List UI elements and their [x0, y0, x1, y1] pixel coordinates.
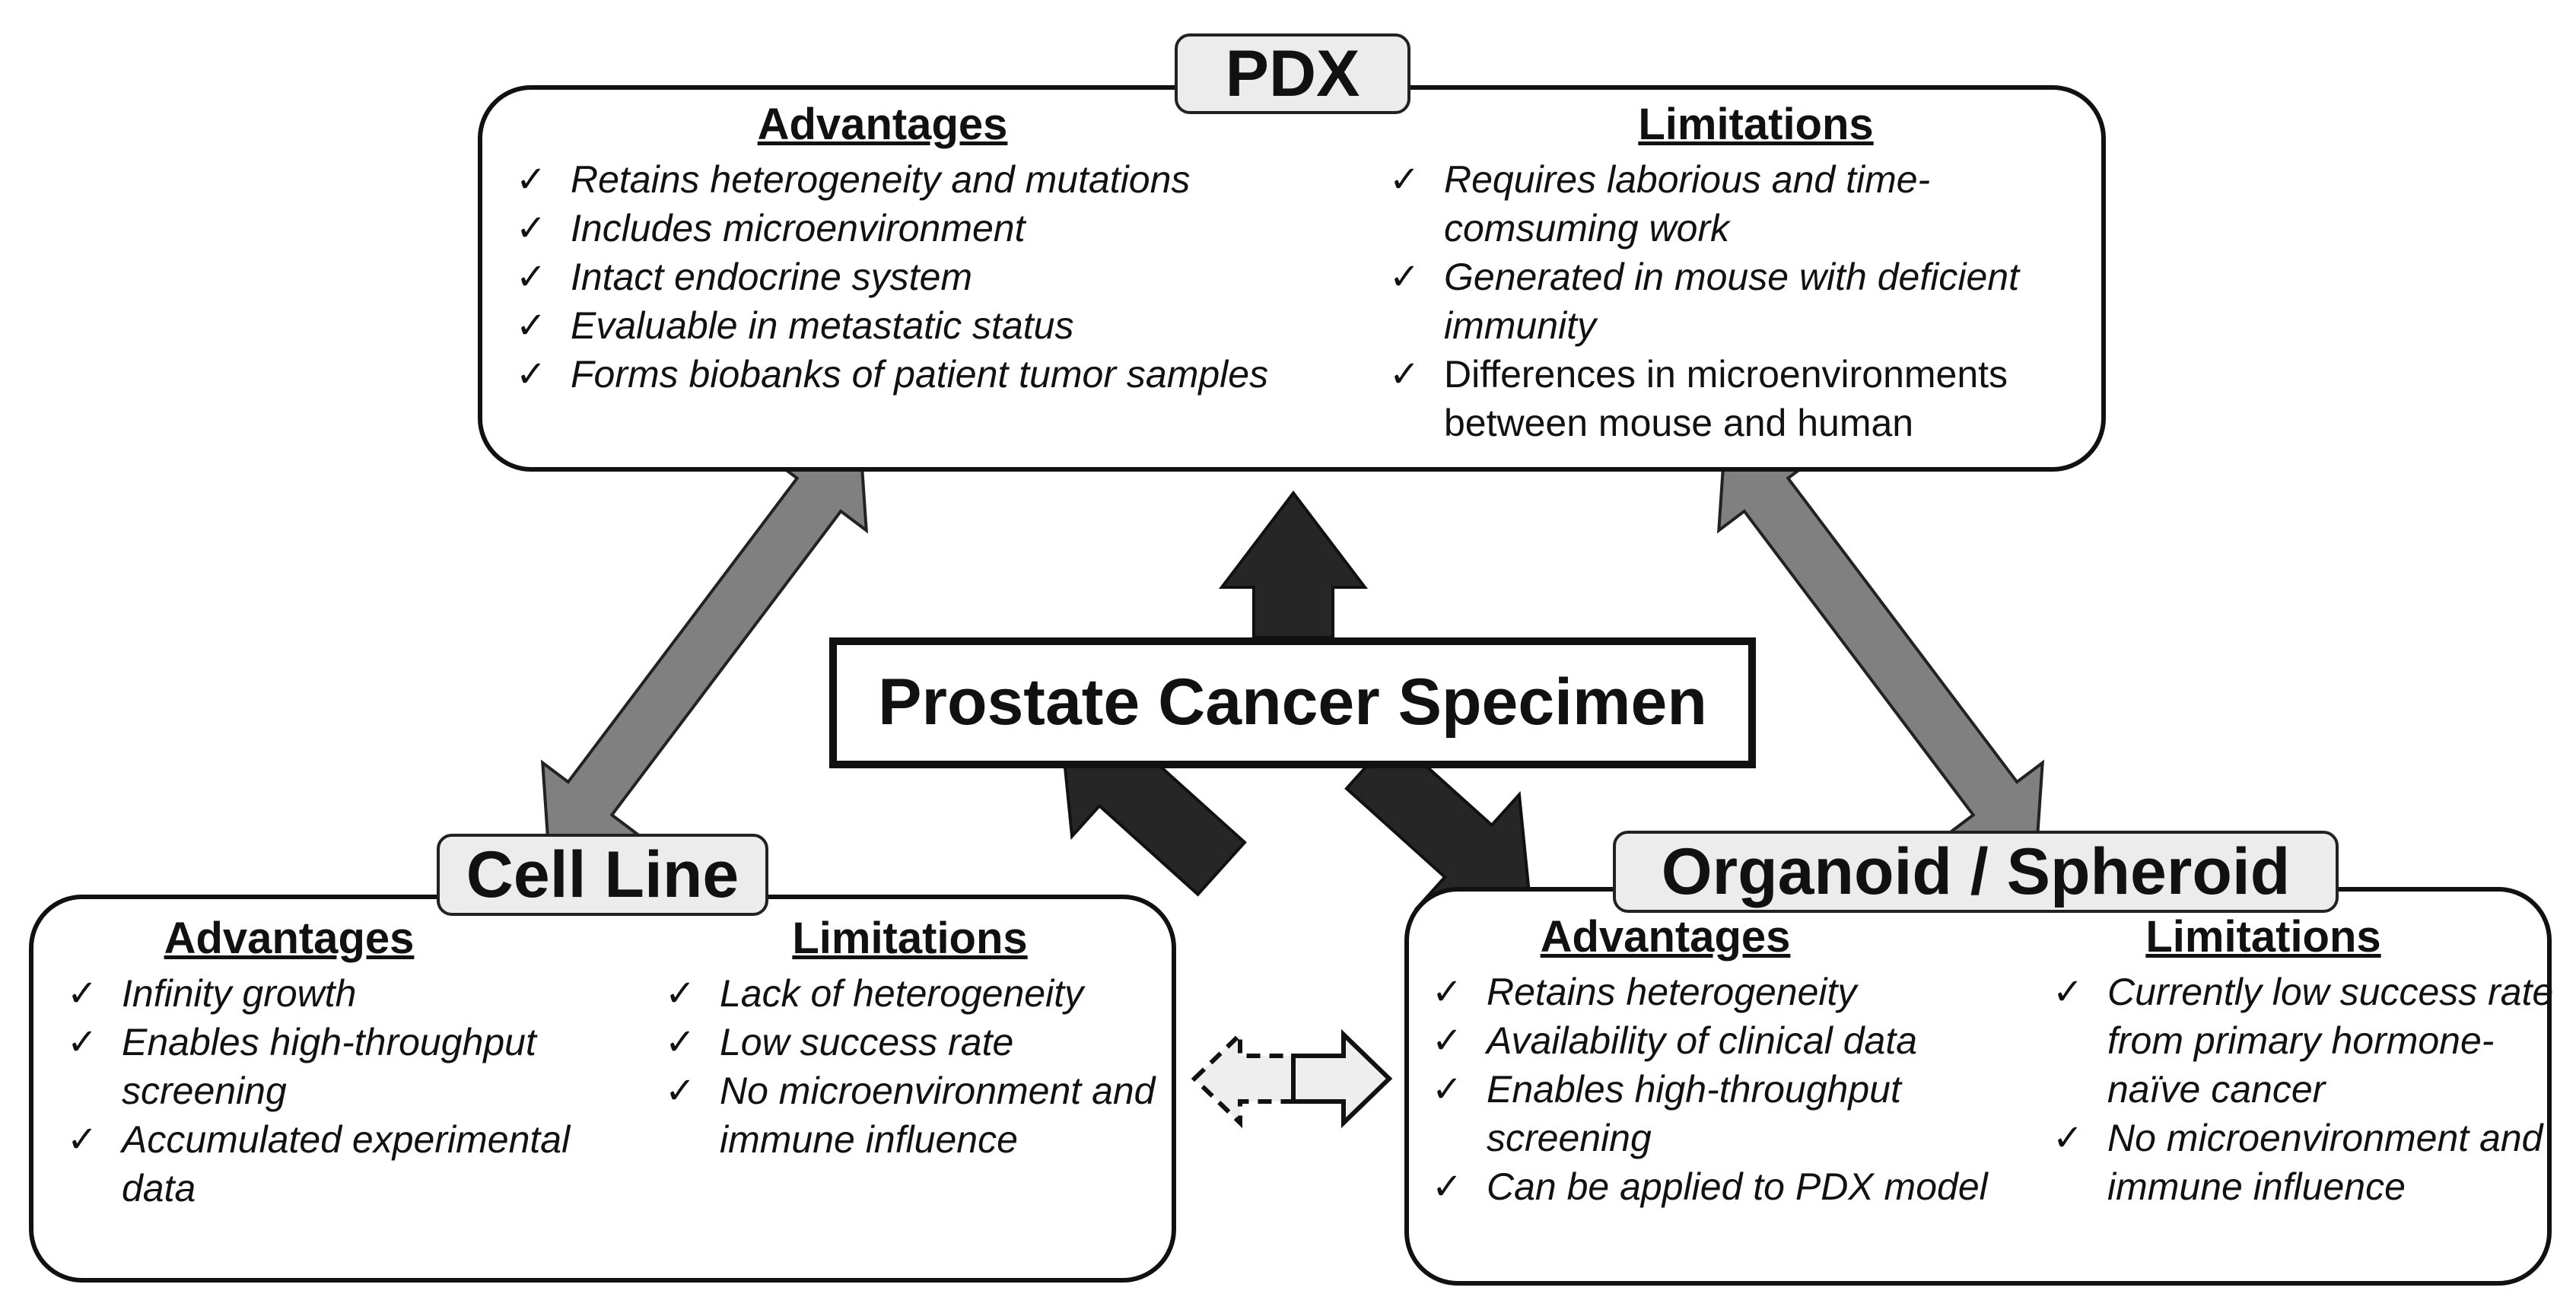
check-mark-icon: ✓ [67, 1118, 98, 1161]
list-item: ✓ Evaluable in metastatic status [502, 301, 1309, 350]
list-item: ✓ No microenvironment and immune influenc… [651, 1066, 1169, 1164]
check-mark-icon: ✓ [516, 353, 547, 396]
list-item-text: Availability of clinical data [1487, 1019, 1918, 1062]
list-item: ✓ Enables high-throughput screening [53, 1018, 631, 1115]
list-item-text: Retains heterogeneity [1487, 971, 1857, 1013]
list-item-text: Enables high-throughput screening [122, 1021, 536, 1112]
list-item-text: Generated in mouse with deficient immuni… [1444, 256, 2019, 347]
list-item-text: Accumulated experimental data [122, 1118, 571, 1210]
check-mark-icon: ✓ [516, 256, 547, 298]
list-item: ✓ Requires laborious and time-comsuming w… [1375, 155, 2106, 253]
list-item-text: Currently low success rate from primary … [2107, 971, 2554, 1111]
pdx-advantages: Advantages ✓ Retains heterogeneity and mu… [502, 99, 1309, 399]
list-item: ✓ Generated in mouse with deficient immun… [1375, 253, 2106, 350]
organoid-limitations-list: ✓ Currently low success rate from primary… [2039, 968, 2556, 1211]
check-mark-icon: ✓ [67, 972, 98, 1015]
list-item: ✓ Currently low success rate from primary… [2039, 968, 2556, 1114]
cell-line-advantages-list: ✓ Infinity growth ✓ Enables high-throughpu… [53, 969, 631, 1213]
organoid-limitations: Limitations ✓ Currently low success rate … [2039, 911, 2556, 1211]
organoid-limitations-heading: Limitations [2145, 912, 2381, 962]
list-item: ✓ Enables high-throughput screening [1418, 1065, 2012, 1162]
pdx-title: PDX [1175, 33, 1410, 114]
list-item: ✓ Availability of clinical data [1418, 1016, 2012, 1065]
pdx-advantages-list: ✓ Retains heterogeneity and mutations ✓ In… [502, 155, 1309, 399]
list-item-text: Forms biobanks of patient tumor samples [571, 353, 1269, 396]
list-item: ✓ Accumulated experimental data [53, 1115, 631, 1213]
check-mark-icon: ✓ [516, 207, 547, 250]
list-item-text: Includes microenvironment [571, 207, 1026, 250]
list-item-text: Infinity growth [122, 972, 357, 1015]
double-arrow-cell-line-organoid [1191, 1028, 1393, 1129]
list-item: ✓ Retains heterogeneity [1418, 968, 2012, 1016]
list-item-text: Intact endocrine system [571, 256, 973, 298]
check-mark-icon: ✓ [1432, 1165, 1463, 1208]
check-mark-icon: ✓ [1432, 1019, 1463, 1062]
organoid-advantages-list: ✓ Retains heterogeneity ✓ Availability of … [1418, 968, 2012, 1211]
cell-line-panel [29, 895, 1176, 1283]
list-item-text: Can be applied to PDX model [1487, 1165, 1988, 1208]
check-mark-icon: ✓ [1389, 256, 1420, 298]
check-mark-icon: ✓ [665, 1021, 696, 1063]
list-item-text: Evaluable in metastatic status [571, 304, 1074, 347]
list-item: ✓ Low success rate [651, 1018, 1169, 1066]
list-item: ✓ Includes microenvironment [502, 204, 1309, 253]
arrow-specimen-to-pdx [1218, 490, 1369, 639]
list-item: ✓ Forms biobanks of patient tumor samples [502, 350, 1309, 399]
cell-line-advantages-heading: Advantages [164, 914, 415, 963]
pdx-advantages-heading: Advantages [757, 100, 1008, 149]
check-mark-icon: ✓ [2053, 1117, 2084, 1159]
list-item-text: Requires laborious and time-comsuming wo… [1444, 158, 1931, 250]
prostate-cancer-specimen-box: Prostate Cancer Specimen [829, 637, 1756, 768]
list-item-text: Retains heterogeneity and mutations [571, 158, 1191, 201]
cell-line-limitations-list: ✓ Lack of heterogeneity ✓ Low success rate… [651, 969, 1169, 1164]
check-mark-icon: ✓ [516, 304, 547, 347]
check-mark-icon: ✓ [67, 1021, 98, 1063]
organoid-title: Organoid / Spheroid [1613, 831, 2339, 913]
list-item: ✓ Can be applied to PDX model [1418, 1162, 2012, 1211]
cell-line-title: Cell Line [437, 834, 768, 916]
pdx-limitations: Limitations ✓ Requires laborious and time… [1375, 99, 2106, 447]
list-item-text: Lack of heterogeneity [720, 972, 1084, 1015]
cell-line-advantages: Advantages ✓ Infinity growth ✓ Enables hig… [53, 913, 631, 1213]
cell-line-limitations-heading: Limitations [792, 914, 1028, 963]
check-mark-icon: ✓ [1389, 353, 1420, 396]
list-item: ✓ Retains heterogeneity and mutations [502, 155, 1309, 204]
check-mark-icon: ✓ [665, 1070, 696, 1112]
pdx-limitations-heading: Limitations [1638, 100, 1874, 149]
list-item-text: No microenvironment and immune influence [2107, 1117, 2543, 1208]
pdx-limitations-list: ✓ Requires laborious and time-comsuming w… [1375, 155, 2106, 447]
check-mark-icon: ✓ [1389, 158, 1420, 201]
check-mark-icon: ✓ [665, 972, 696, 1015]
list-item-text: Low success rate [720, 1021, 1014, 1063]
organoid-advantages-heading: Advantages [1540, 912, 1791, 962]
cell-line-limitations: Limitations ✓ Lack of heterogeneity ✓ Low … [651, 913, 1169, 1164]
list-item-text: No microenvironment and immune influence [720, 1070, 1156, 1161]
organoid-panel [1404, 887, 2552, 1286]
check-mark-icon: ✓ [1432, 971, 1463, 1013]
check-mark-icon: ✓ [516, 158, 547, 201]
check-mark-icon: ✓ [1432, 1068, 1463, 1111]
list-item-text: Enables high-throughput screening [1487, 1068, 1901, 1159]
list-item: ✓ Lack of heterogeneity [651, 969, 1169, 1018]
list-item-text: Differences in microenvironments between… [1444, 353, 2008, 444]
check-mark-icon: ✓ [2053, 971, 2084, 1013]
list-item: ✓ Intact endocrine system [502, 253, 1309, 301]
list-item: ✓ No microenvironment and immune influenc… [2039, 1114, 2556, 1211]
list-item: ✓ Infinity growth [53, 969, 631, 1018]
list-item: ✓ Differences in microenvironments betwee… [1375, 350, 2106, 447]
organoid-advantages: Advantages ✓ Retains heterogeneity ✓ Avail… [1418, 911, 2012, 1211]
